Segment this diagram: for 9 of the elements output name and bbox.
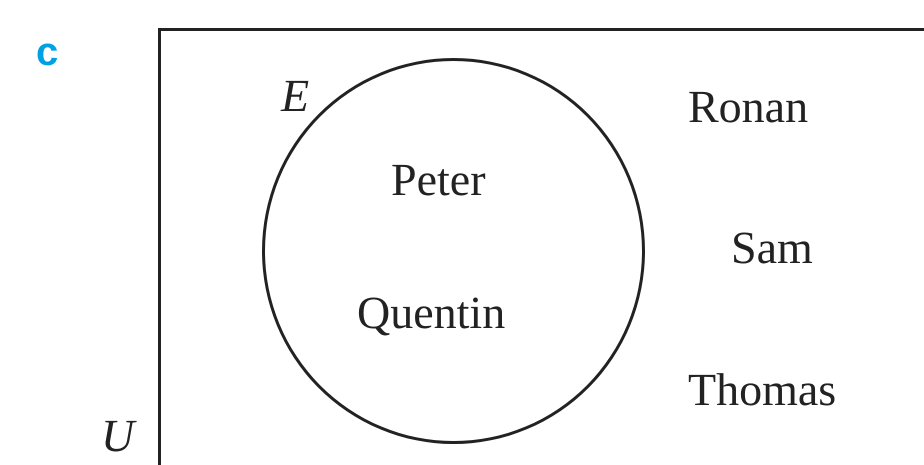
element-name: Sam <box>731 225 813 271</box>
element-name: Ronan <box>688 84 808 130</box>
set-label: U <box>101 413 134 459</box>
panel-letter: c <box>36 32 58 72</box>
element-name: Peter <box>391 157 486 203</box>
element-name: Thomas <box>688 367 836 413</box>
element-name: Quentin <box>357 290 506 336</box>
set-circle <box>262 58 645 444</box>
set-label: E <box>281 73 310 119</box>
